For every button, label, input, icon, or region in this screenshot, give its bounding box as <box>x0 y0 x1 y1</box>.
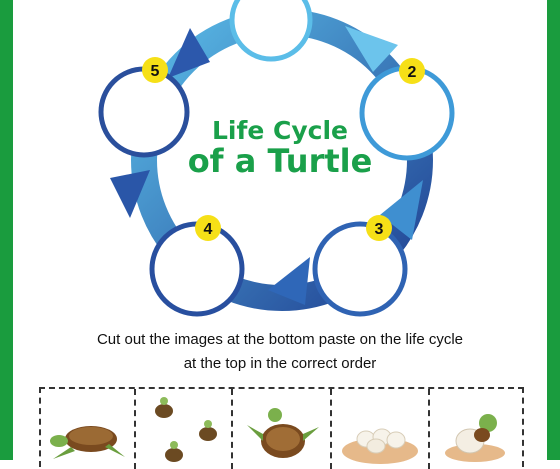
badge-3: 3 <box>366 215 392 241</box>
page-border-right <box>547 0 560 460</box>
life-cycle-diagram: 2 3 4 5 <box>98 0 455 317</box>
cut-cell-3[interactable] <box>231 389 332 469</box>
instruction-line-1: Cut out the images at the bottom paste o… <box>96 331 464 348</box>
arrow-head-3-4 <box>268 257 310 305</box>
cut-cell-2[interactable] <box>134 389 233 469</box>
badge-5: 5 <box>142 57 168 83</box>
cut-cell-4[interactable] <box>330 389 430 469</box>
svg-text:5: 5 <box>151 63 160 80</box>
cut-out-strip <box>39 387 524 469</box>
title-line-1: Life Cycle <box>211 116 349 145</box>
arrow-head-2-3 <box>380 180 423 240</box>
svg-text:2: 2 <box>408 64 417 81</box>
turtle-adult-top-view-image <box>247 408 319 458</box>
svg-text:3: 3 <box>375 221 384 238</box>
svg-text:4: 4 <box>204 221 213 238</box>
badge-4: 4 <box>195 215 221 241</box>
page-border-left <box>0 0 13 460</box>
arrow-head-1-2 <box>345 26 398 72</box>
cut-cell-1[interactable] <box>41 389 134 469</box>
step-circle-4 <box>149 221 245 317</box>
badge-2: 2 <box>399 58 425 84</box>
step-circle-3 <box>312 221 408 317</box>
arrow-head-4-5 <box>110 170 150 218</box>
turtle-adult-swimming-image <box>50 426 125 459</box>
turtle-eggs-nest-image <box>342 428 418 464</box>
arrow-head-5-1 <box>168 28 210 78</box>
cut-cell-5[interactable] <box>428 389 524 469</box>
instruction-line-2: at the top in the correct order <box>183 355 377 372</box>
turtle-hatchlings-group-image <box>155 397 217 462</box>
step-circle-1 <box>229 0 313 62</box>
turtle-hatching-image <box>445 414 505 462</box>
title-line-2: of a Turtle <box>187 142 373 180</box>
